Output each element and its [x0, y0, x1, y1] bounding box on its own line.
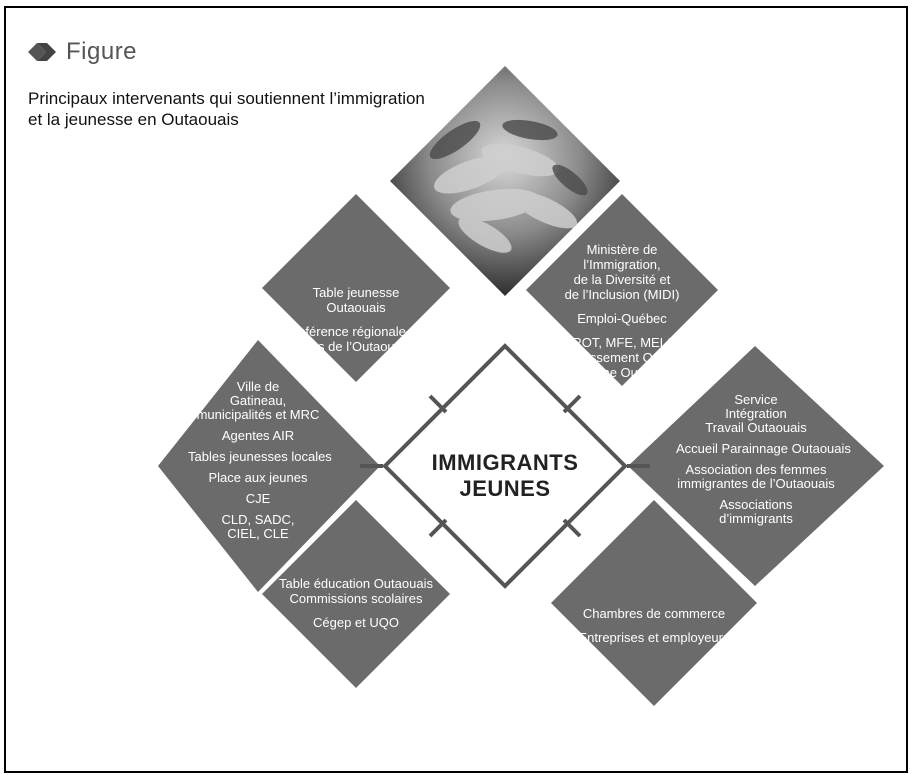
text-line: Travail Outaouais	[705, 420, 807, 435]
text-line: Emploi-Québec	[577, 311, 667, 326]
text-line: Agentes AIR	[221, 428, 295, 443]
diamond-left	[158, 340, 380, 592]
figure-label: Figure	[66, 38, 138, 65]
diamond-top-right	[526, 194, 718, 386]
figure-header: Figure	[28, 38, 137, 66]
center-label-line: IMMIGRANTS	[431, 450, 579, 475]
diamond-arrow-icon	[28, 43, 56, 61]
text-line: Table jeunesse	[312, 285, 400, 300]
text-left: Ville de Gatineau, municipalités et MRC …	[188, 379, 332, 541]
diamond-top-left	[262, 194, 450, 382]
connectors	[360, 394, 650, 538]
diamond-bottom-right	[551, 500, 757, 706]
text-line: CIEL, CLE	[227, 526, 289, 541]
text-line: Ville de	[236, 379, 280, 394]
center-label-line: JEUNES	[459, 476, 551, 501]
text-line: Chambres de commerce	[582, 606, 726, 621]
text-line: immigrantes de l’Outaouais	[677, 476, 835, 491]
text-line: Tourisme Outaouais	[564, 365, 680, 380]
text-line: Ministère de	[586, 242, 658, 257]
text-line: Association des femmes	[685, 462, 827, 477]
text-line: municipalités et MRC	[196, 407, 320, 422]
text-line: Table éducation Outaouais	[279, 576, 433, 591]
text-line: MAMROT, MFE, MELS, MCC,	[542, 335, 717, 350]
text-line: d’immigrants	[719, 511, 793, 526]
diamond-right	[628, 346, 884, 586]
text-line: Accueil Parainnage Outaouais	[676, 441, 851, 456]
text-line: Intégration	[725, 406, 787, 421]
text-line: Cégep et UQO	[313, 615, 399, 630]
text-line: Conférence régionale des	[281, 324, 431, 339]
text-line: Place aux jeunes	[208, 470, 308, 485]
figure-title-line: Principaux intervenants qui soutiennent …	[28, 89, 425, 108]
text-line: élus de l’Outaouais	[300, 339, 412, 354]
text-line: Service	[734, 392, 778, 407]
figure-title-line: et la jeunesse en Outaouais	[28, 110, 239, 129]
text-bottom-right: Chambres de commerce Entreprises et empl…	[574, 606, 734, 645]
text-line: l’Immigration,	[583, 257, 661, 272]
text-bottom-left: Table éducation Outaouais Commissions sc…	[276, 576, 436, 630]
text-line: Outaouais	[326, 300, 386, 315]
text-line: Entreprises et employeurs	[578, 630, 730, 645]
text-line: Commissions scolaires	[289, 591, 423, 606]
hands-photo	[390, 66, 620, 296]
text-line: de l’Inclusion (MIDI)	[564, 287, 680, 302]
center-label: IMMIGRANTS JEUNES	[415, 450, 595, 502]
text-top-right: Ministère de l’Immigration, de la Divers…	[542, 242, 717, 380]
center-diamond	[382, 343, 628, 589]
text-line: de la Diversité et	[573, 272, 671, 287]
text-line: CLD, SADC,	[221, 512, 295, 527]
diamond-bottom-left	[262, 500, 450, 688]
text-line: Associations	[719, 497, 793, 512]
figure-title: Principaux intervenants qui soutiennent …	[28, 88, 468, 130]
text-line: CJE	[245, 491, 271, 506]
text-line: Gatineau,	[229, 393, 287, 408]
text-line: Investissement Québec,	[552, 350, 692, 365]
text-line: Tables jeunesses locales	[188, 449, 332, 464]
text-right: Service Intégration Travail Outaouais Ac…	[676, 392, 851, 526]
